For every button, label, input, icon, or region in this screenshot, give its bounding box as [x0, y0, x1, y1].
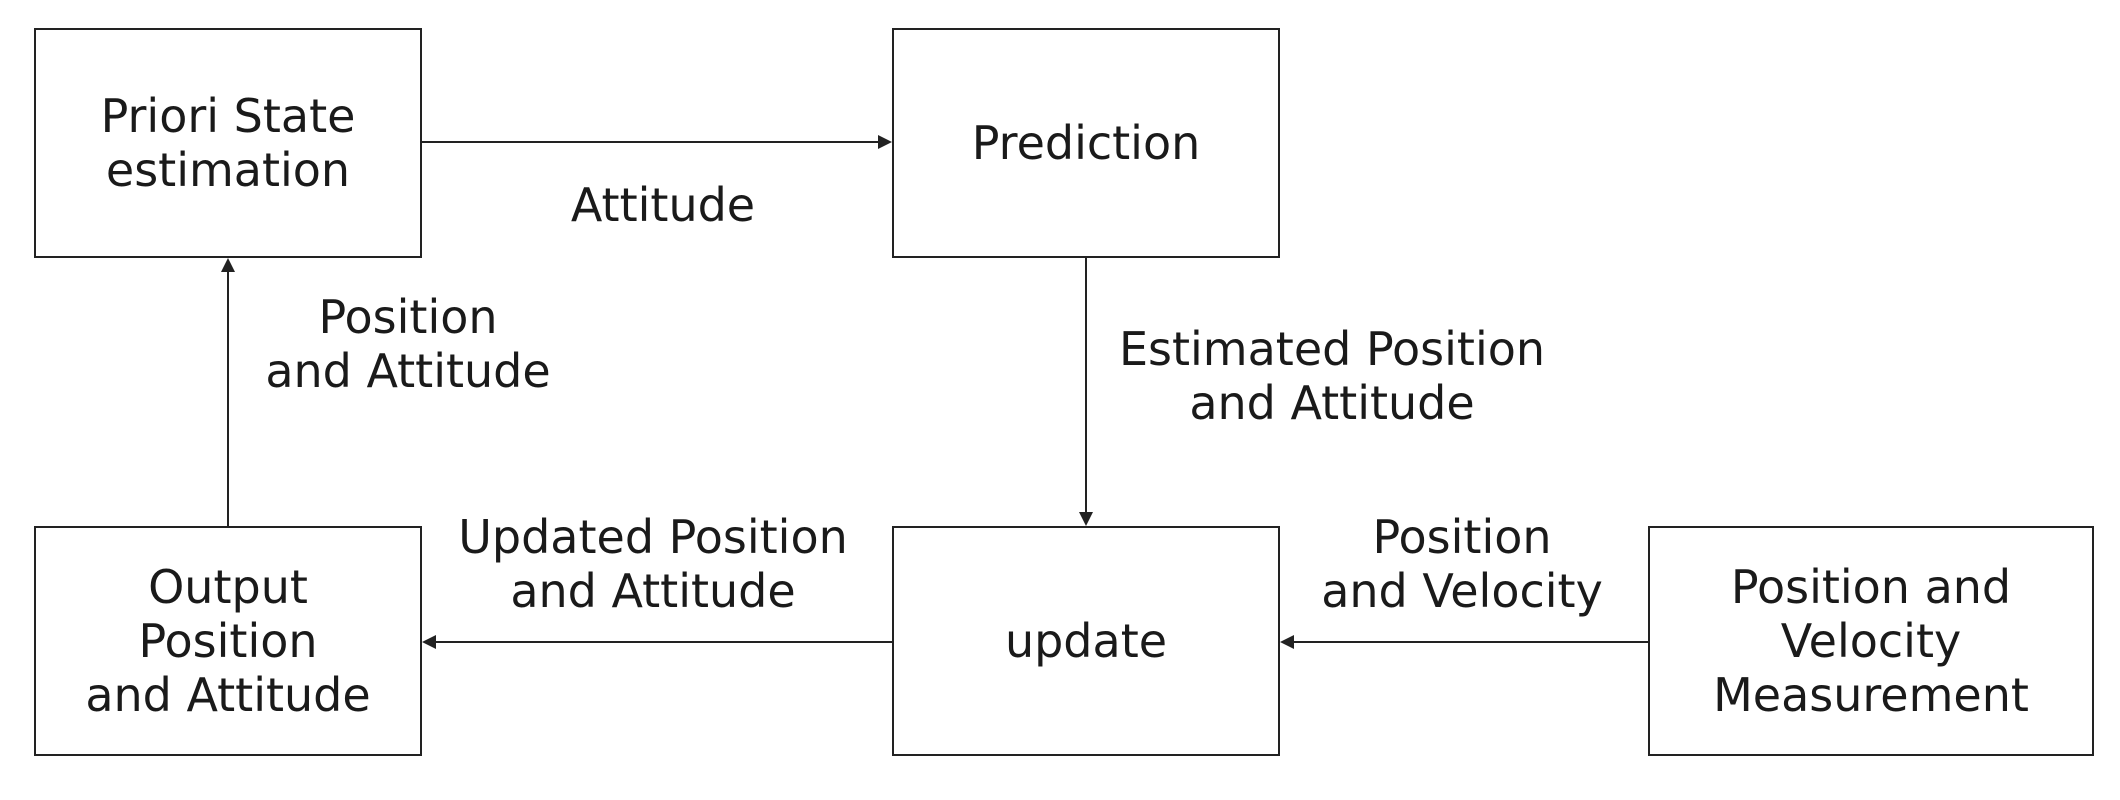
- prediction-box: Prediction: [892, 28, 1280, 258]
- position-and-attitude-edge-label: Position and Attitude: [265, 290, 551, 399]
- estimated-position-attitude-edge-label: Estimated Position and Attitude: [1118, 322, 1546, 431]
- position-velocity-measurement-box: Position and Velocity Measurement: [1648, 526, 2094, 756]
- position-velocity-measurement-label: Position and Velocity Measurement: [1713, 559, 2029, 723]
- updated-position-attitude-edge-label: Updated Position and Attitude: [458, 510, 848, 619]
- prediction-label: Prediction: [971, 115, 1201, 170]
- output-position-attitude-label: Output Position and Attitude: [85, 559, 371, 723]
- priori-state-estimation-box: Priori State estimation: [34, 28, 422, 258]
- update-box: update: [892, 526, 1280, 756]
- position-and-velocity-edge-label: Position and Velocity: [1321, 510, 1603, 619]
- output-position-attitude-box: Output Position and Attitude: [34, 526, 422, 756]
- update-label: update: [1004, 613, 1168, 668]
- priori-state-estimation-label: Priori State estimation: [100, 88, 356, 197]
- attitude-edge-label: Attitude: [570, 178, 756, 232]
